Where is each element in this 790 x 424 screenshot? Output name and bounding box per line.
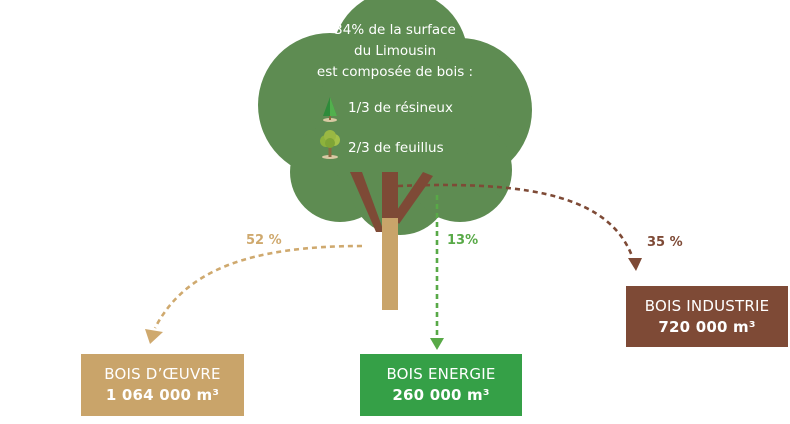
box-bois-industrie: BOIS INDUSTRIE 720 000 m³ [626,286,788,347]
percent-energie: 13% [447,233,479,248]
crown-line-2: du Limousin [354,43,436,59]
percent-oeuvre: 52 % [246,233,282,248]
tree-branches [350,172,433,232]
conifer-tree-icon [323,97,337,122]
box-bois-oeuvre: BOIS D’ŒUVRE 1 064 000 m³ [81,354,244,416]
box-industrie-amount: 720 000 m³ [658,317,756,336]
tree-crown [258,0,532,235]
flow-arrowhead-energie [430,338,444,350]
flow-arrowhead-oeuvre [145,329,163,344]
crown-caption: 34% de la surface du Limousin est compos… [300,20,490,83]
box-bois-energie: BOIS ENERGIE 260 000 m³ [360,354,522,416]
legend-hardwood-label: 2/3 de feuillus [348,140,444,156]
legend-hardwood: 2/3 de feuillus [320,130,480,164]
box-industrie-title: BOIS INDUSTRIE [644,296,770,315]
deciduous-tree-icon [320,130,340,159]
box-energie-amount: 260 000 m³ [392,386,490,404]
legend-softwood: 1/3 de résineux [320,97,480,124]
box-oeuvre-amount: 1 064 000 m³ [105,386,220,404]
flow-arrow-oeuvre [153,244,363,329]
crown-line-3: est composée de bois : [316,64,474,80]
box-energie-title: BOIS ENERGIE [386,365,496,383]
percent-industrie: 35 % [647,235,683,250]
flow-arrow-industrie [397,183,634,257]
legend-softwood-label: 1/3 de résineux [348,100,453,116]
crown-line-1: 34% de la surface [334,22,456,38]
flow-arrowhead-industrie [628,258,642,271]
box-oeuvre-title: BOIS D’ŒUVRE [104,365,221,383]
tree-trunk [382,218,398,310]
